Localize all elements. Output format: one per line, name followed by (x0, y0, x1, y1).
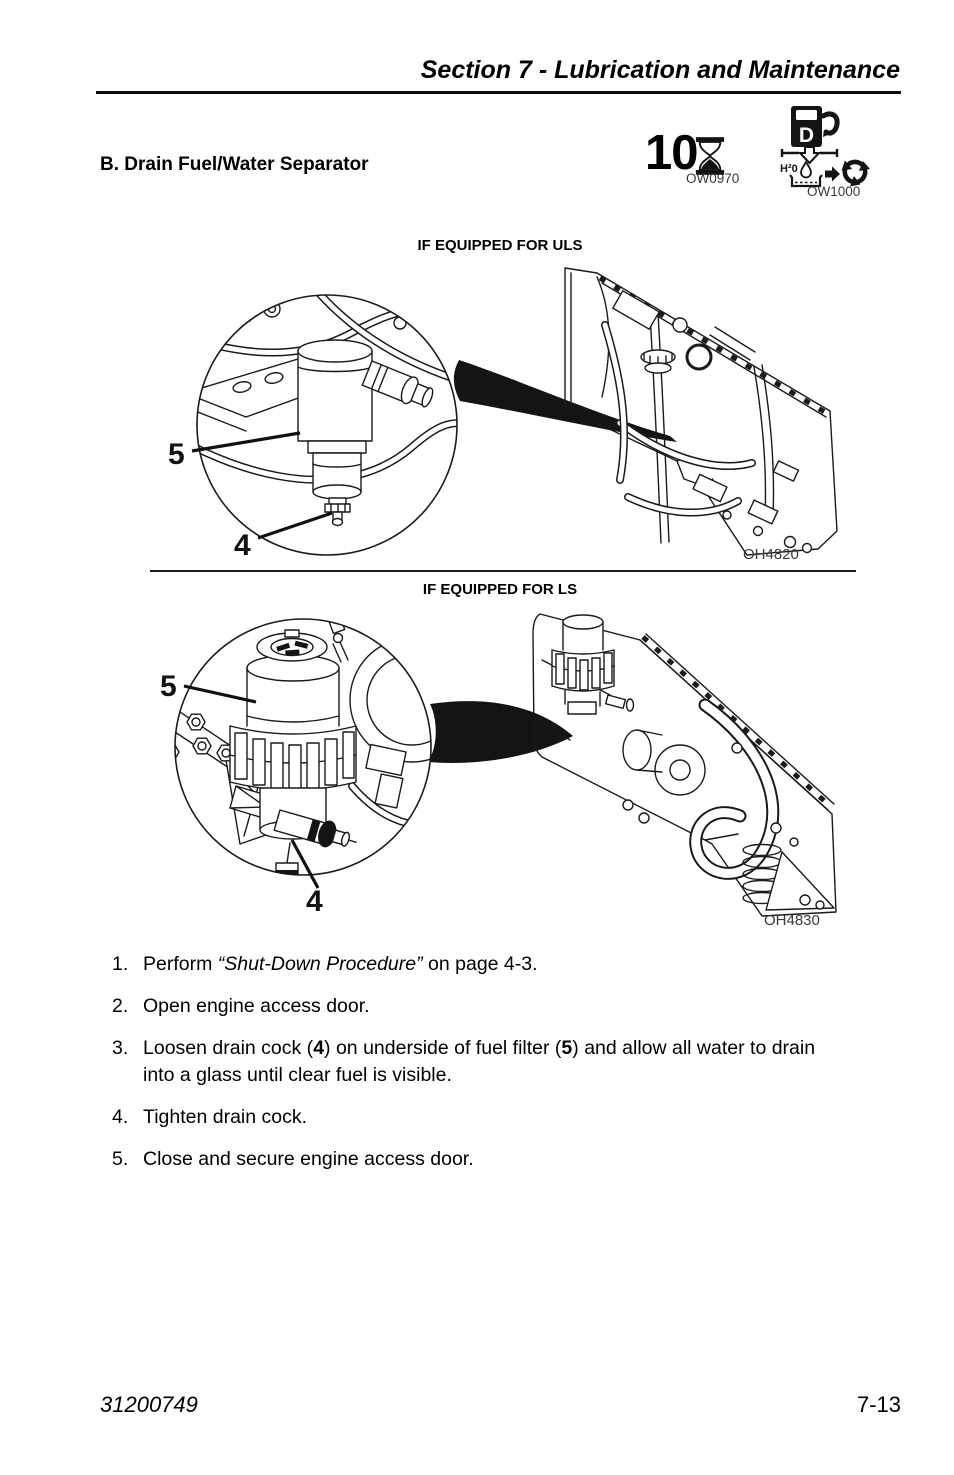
callout-drain: 4 (306, 885, 323, 918)
step-item: 1. Perform “Shut-Down Procedure” on page… (112, 951, 900, 978)
figure-divider (150, 570, 856, 572)
down-arrow-icon (780, 146, 839, 165)
step-text: Close and secure engine access door. (143, 1148, 474, 1170)
step-item: 5. Close and secure engine access door. (112, 1146, 900, 1173)
drain-cock-drawing (273, 809, 357, 848)
step-item: 4. Tighten drain cock. (112, 1104, 900, 1131)
header-rule (96, 91, 901, 94)
interval-hours-value: 10 (645, 126, 699, 180)
page-number: 7-13 (856, 1392, 901, 1417)
section-heading: B. Drain Fuel/Water Separator (100, 154, 369, 175)
detail-circle (196, 294, 458, 556)
procedure-steps: 1. Perform “Shut-Down Procedure” on page… (112, 951, 900, 1188)
callout-drain: 4 (234, 529, 251, 562)
step-number: 3. (112, 1037, 129, 1059)
recycle-icon (841, 159, 870, 187)
hourglass-icon (695, 137, 725, 175)
step-text: Tighten drain cock. (143, 1106, 308, 1128)
water-label: H²0 (780, 163, 798, 175)
step-text: Perform “Shut-Down Procedure” on page 4-… (143, 953, 538, 975)
engine-compartment-drawing (532, 613, 837, 917)
figure-ls-illustration: 5 4 (160, 613, 837, 929)
fuel-pump-icon: D (791, 106, 840, 147)
separator-in-situ-drawing (551, 614, 635, 715)
step-text: Open engine access door. (143, 995, 370, 1017)
callout-line-drain (257, 511, 333, 540)
icon-code-label: OW0970 (686, 171, 740, 186)
figure-code: OH4820 (743, 546, 799, 563)
step-number: 1. (112, 953, 129, 975)
step-number: 2. (112, 995, 129, 1017)
callout-line-filter (183, 684, 257, 704)
water-drop-icon (800, 160, 812, 179)
drain-fuel-water-symbol: D H²0 (780, 106, 870, 188)
icon-code-label: OW1000 (807, 184, 861, 199)
detail-circle (174, 618, 432, 876)
figure-caption-uls: IF EQUIPPED FOR ULS (417, 237, 583, 254)
step-number: 4. (112, 1106, 129, 1128)
document-number: 31200749 (100, 1392, 198, 1417)
page-title: Section 7 - Lubrication and Maintenance (420, 56, 900, 84)
callout-filter: 5 (160, 670, 177, 703)
figure-uls-illustration: 5 4 (168, 267, 838, 563)
step-number: 5. (112, 1148, 129, 1170)
arrow-right-icon (825, 166, 840, 182)
drain-cock-drawing (324, 497, 351, 527)
fuel-type-label: D (799, 124, 814, 147)
zoom-arrow (428, 701, 573, 763)
callout-line-drain (290, 839, 320, 889)
filter-canister-drawing (229, 629, 357, 840)
step-item: 2. Open engine access door. (112, 993, 900, 1020)
figure-code: OH4830 (764, 912, 820, 929)
callout-filter: 5 (168, 438, 185, 471)
fuel-water-separator-drawing (175, 619, 431, 875)
step-item: 3. Loosen drain cock (4) on underside of… (112, 1035, 900, 1089)
container-icon (789, 174, 823, 188)
figure-caption-ls: IF EQUIPPED FOR LS (422, 581, 578, 598)
sensor-connector-drawing (275, 842, 299, 875)
engine-compartment-drawing (564, 267, 838, 556)
step-text: Loosen drain cock (4) on underside of fu… (143, 1037, 816, 1086)
callout-line-filter (191, 431, 301, 453)
outlet-port-drawing (361, 360, 434, 408)
